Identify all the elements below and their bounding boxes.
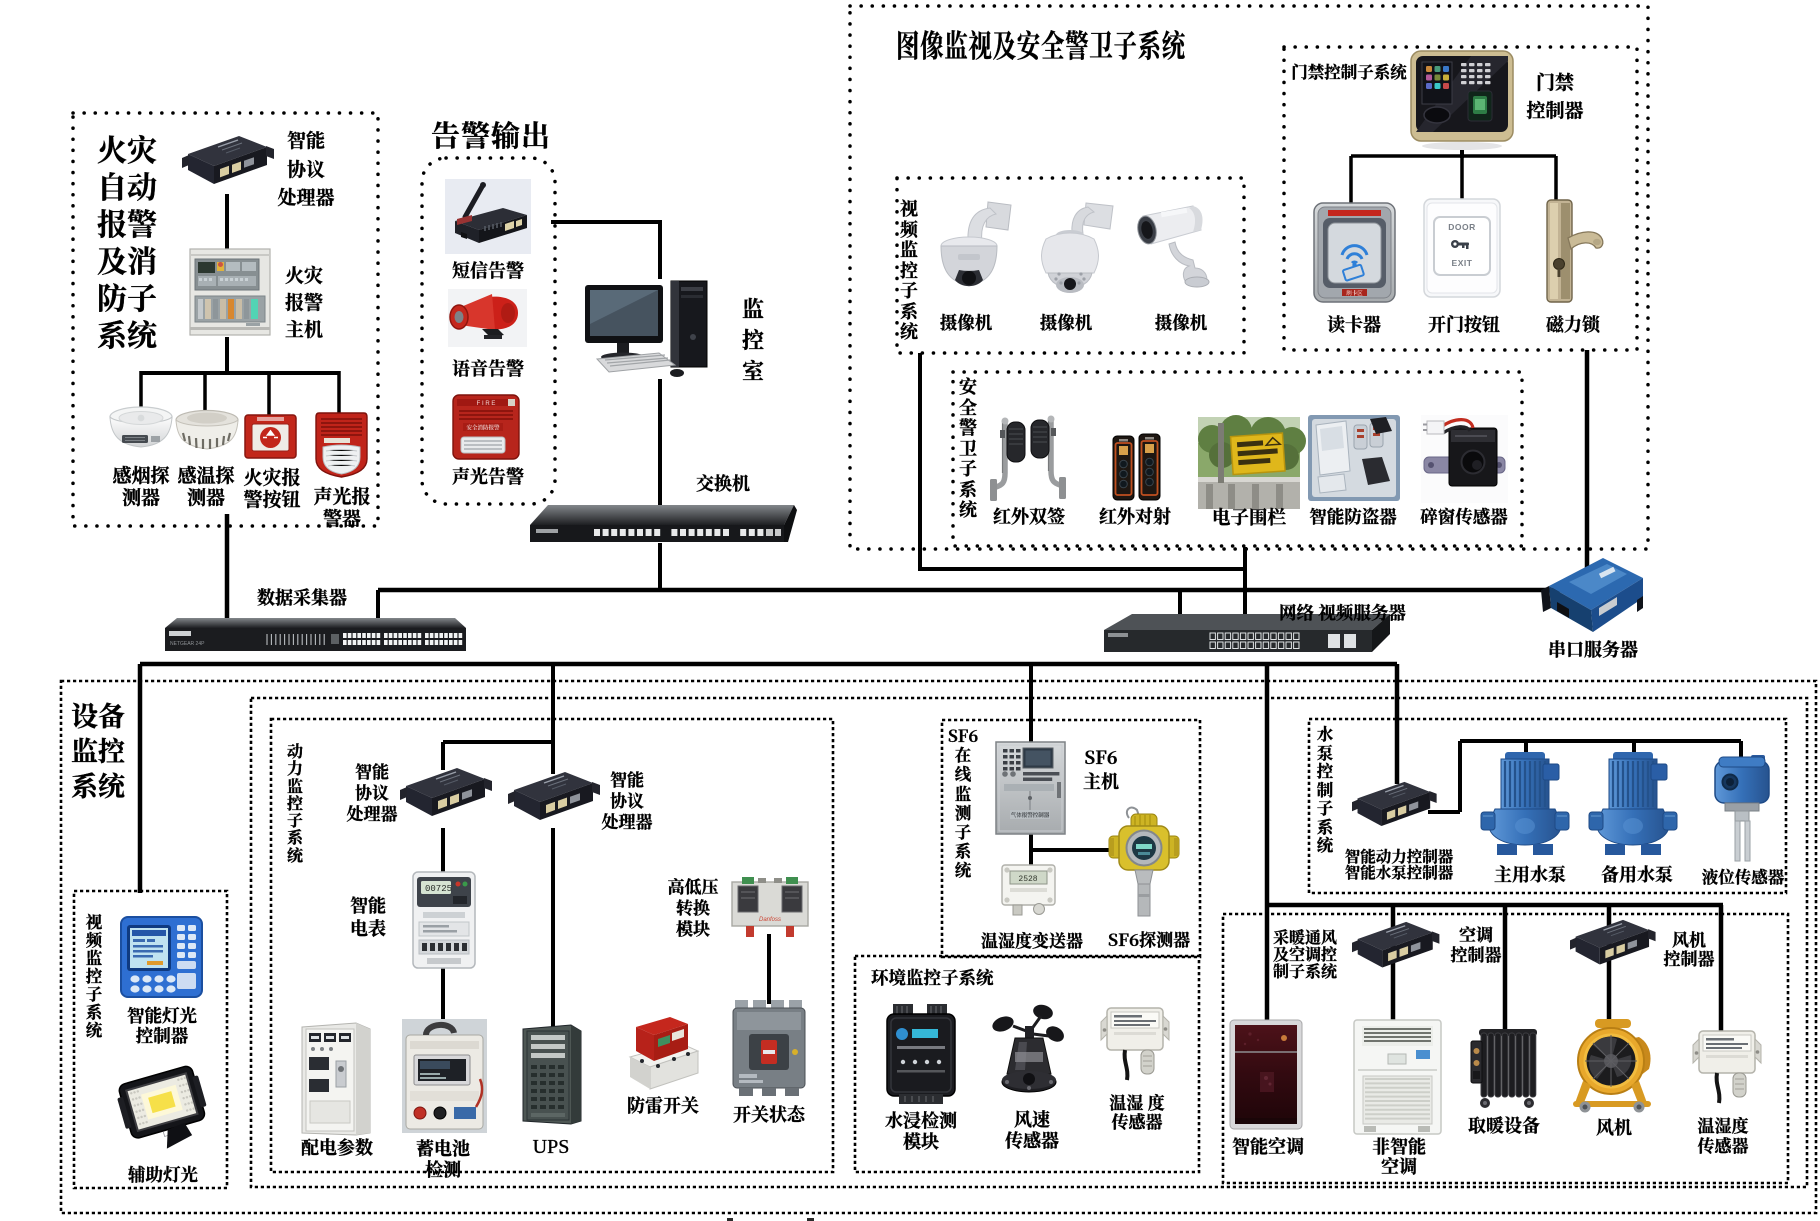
- svg-text:DOOR: DOOR: [1448, 222, 1476, 232]
- svg-text:F I R E: F I R E: [477, 401, 496, 407]
- svg-text:NETGEAR 24P: NETGEAR 24P: [170, 641, 205, 647]
- svg-text:刷卡区: 刷卡区: [1346, 289, 1363, 297]
- svg-text:2528: 2528: [1018, 875, 1037, 884]
- svg-text:00725: 00725: [425, 884, 452, 894]
- svg-text:安全消防报警: 安全消防报警: [466, 424, 500, 432]
- svg-text:EXIT: EXIT: [1452, 258, 1473, 268]
- svg-text:气体报警控制器: 气体报警控制器: [1011, 811, 1050, 819]
- svg-text:Danfoss: Danfoss: [759, 917, 781, 923]
